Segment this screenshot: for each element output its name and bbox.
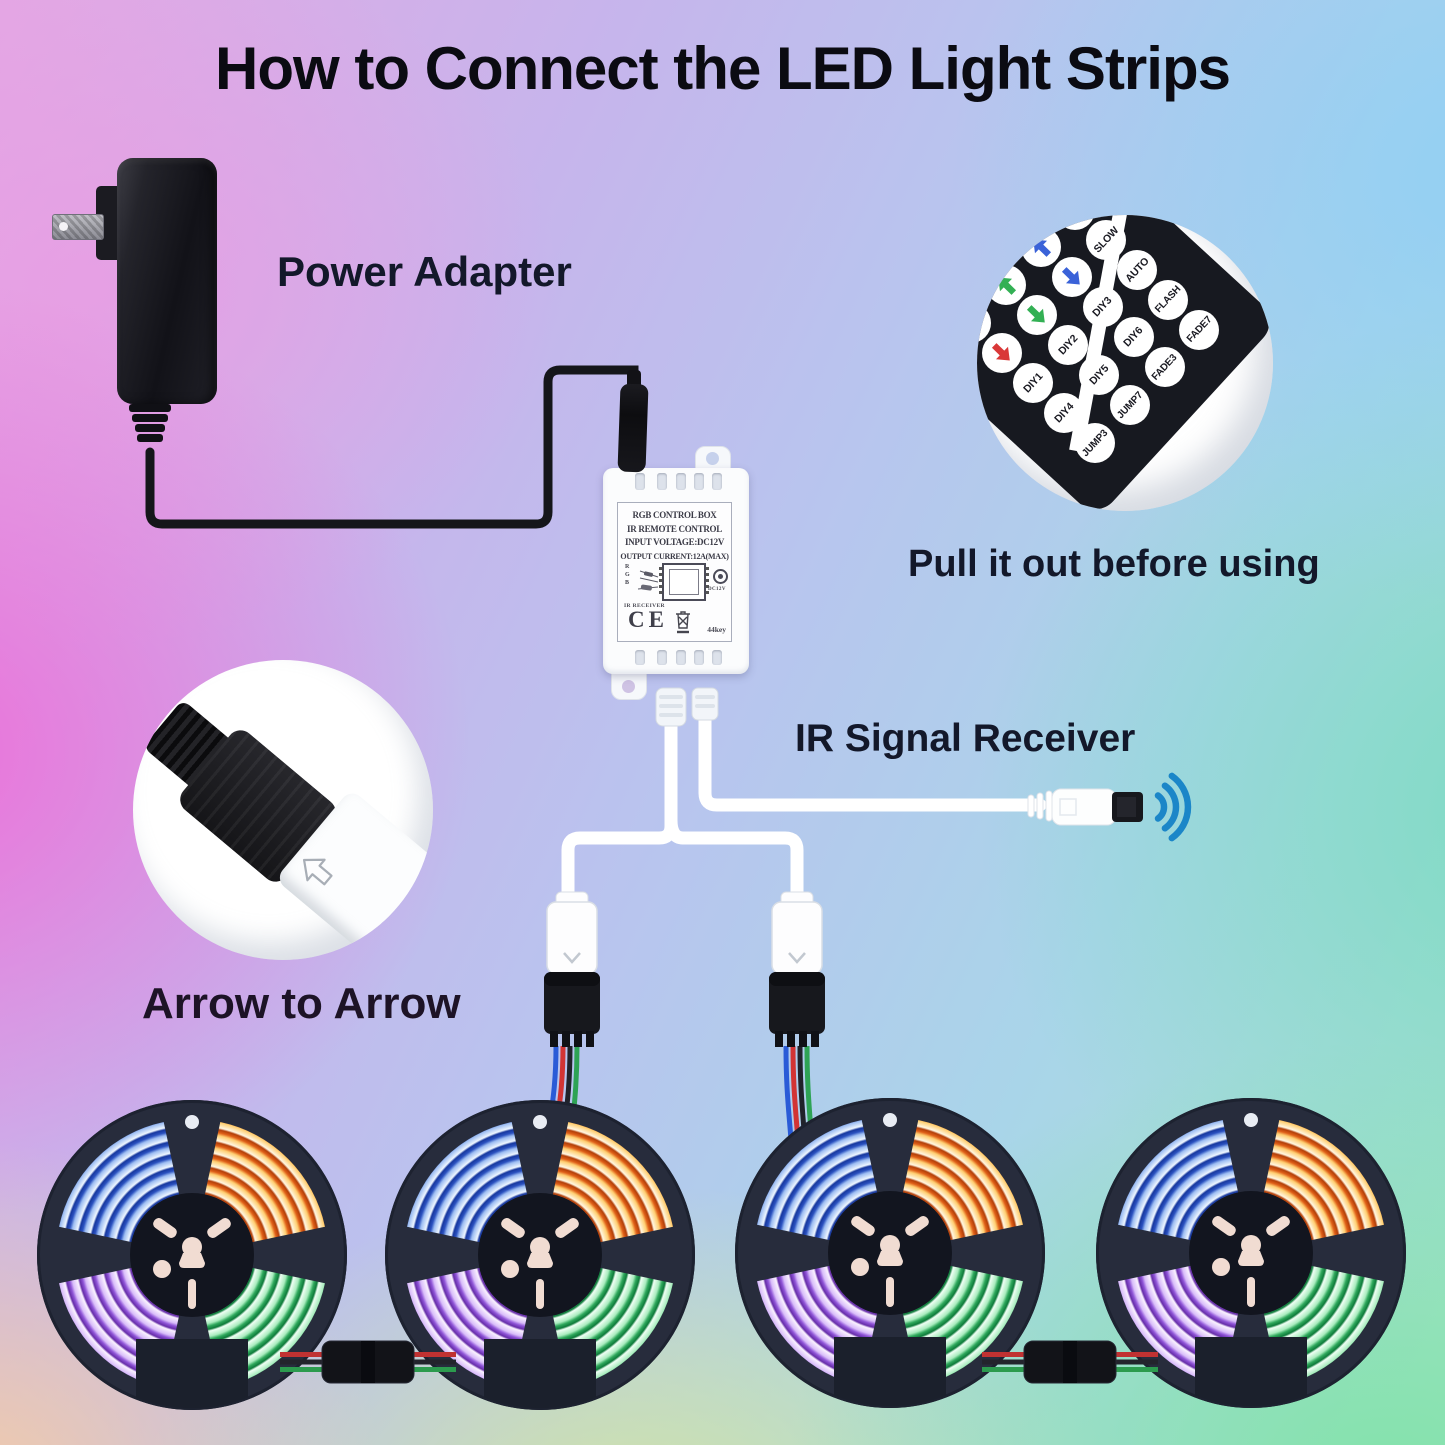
strain-reliefs: [655, 687, 719, 727]
remote-button-blue-up-arrow: [1020, 227, 1061, 268]
output-connector-left: [544, 891, 600, 1047]
remote-button-green-up-arrow: [985, 265, 1026, 306]
ir-signal-waves-icon: [1154, 772, 1192, 842]
power-cord: [145, 365, 639, 529]
remote-button-blank: [1055, 215, 1096, 230]
page-title: How to Connect the LED Light Strips: [215, 35, 1231, 102]
label-line: RGB CONTROL BOX: [632, 510, 717, 520]
dc-port-icon: [713, 569, 728, 584]
led-reel-2: [385, 1100, 695, 1413]
connector-detail-circle: [133, 660, 433, 960]
control-box-label: RGB CONTROL BOX IR REMOTE CONTROL INPUT …: [617, 502, 732, 642]
label-line: IR REMOTE CONTROL: [627, 523, 722, 534]
remote-button-diy2: DIY2: [1047, 325, 1088, 366]
wiring-sketch: [637, 570, 659, 591]
remote-button-diy5: DIY5: [1078, 355, 1119, 396]
alignment-arrow-icon: [302, 858, 333, 886]
remote-button-jump7: JUMP7: [1109, 385, 1150, 426]
remote-button-diy3: DIY3: [1082, 287, 1123, 328]
led-reel-1: [37, 1100, 347, 1413]
controller-wires: [561, 701, 1047, 913]
remote-button-red-up-arrow: [977, 303, 991, 343]
ir-receiver-label: IR Signal Receiver: [795, 717, 1136, 760]
ce-mark: CE: [628, 607, 668, 632]
plug-prong: [52, 214, 104, 240]
remote-button-red-down-arrow: [982, 333, 1022, 373]
adapter-body: [117, 158, 217, 404]
remote-button-jump3: JUMP3: [1075, 423, 1115, 463]
chip-icon: [659, 563, 709, 601]
output-connector-right: [769, 891, 825, 1047]
pin-labels: R G B: [625, 564, 630, 586]
arrow-to-arrow-label: Arrow to Arrow: [142, 979, 461, 1028]
pull-out-label: Pull it out before using: [908, 543, 1320, 585]
remote-button-blue-down-arrow: [1051, 257, 1092, 298]
remote-button-diy4: DIY4: [1044, 393, 1084, 433]
dc-port-label: DC12V: [708, 587, 726, 592]
remote-button-fade7: FADE7: [1179, 309, 1220, 350]
remote-button-slow: SLOW: [1086, 219, 1127, 260]
label-line: INPUT VOLTAGE:DC12V: [624, 537, 725, 547]
strip-clip-connector-1: [280, 1340, 456, 1384]
power-adapter-label: Power Adapter: [277, 248, 572, 295]
strip-clip-connector-2: [982, 1340, 1158, 1384]
remote-button-green-down-arrow: [1016, 295, 1057, 336]
key-count-label: 44key: [707, 625, 726, 634]
weee-bin-icon: [676, 611, 690, 634]
label-line: OUTPUT CURRENT:12A(MAX): [620, 551, 729, 561]
remote-button-flash: FLASH: [1148, 279, 1189, 320]
cord-strain-relief: [129, 404, 171, 412]
ir-port-label: IR RECEIVER: [624, 603, 665, 609]
remote-button-diy6: DIY6: [1113, 317, 1154, 358]
remote-button-auto: AUTO: [1117, 249, 1158, 290]
remote-button-fade3: FADE3: [1144, 347, 1185, 388]
ir-receiver-plug: [1027, 788, 1143, 826]
remote-button-diy1: DIY1: [1013, 363, 1053, 403]
dc-barrel-plug: [617, 383, 649, 473]
